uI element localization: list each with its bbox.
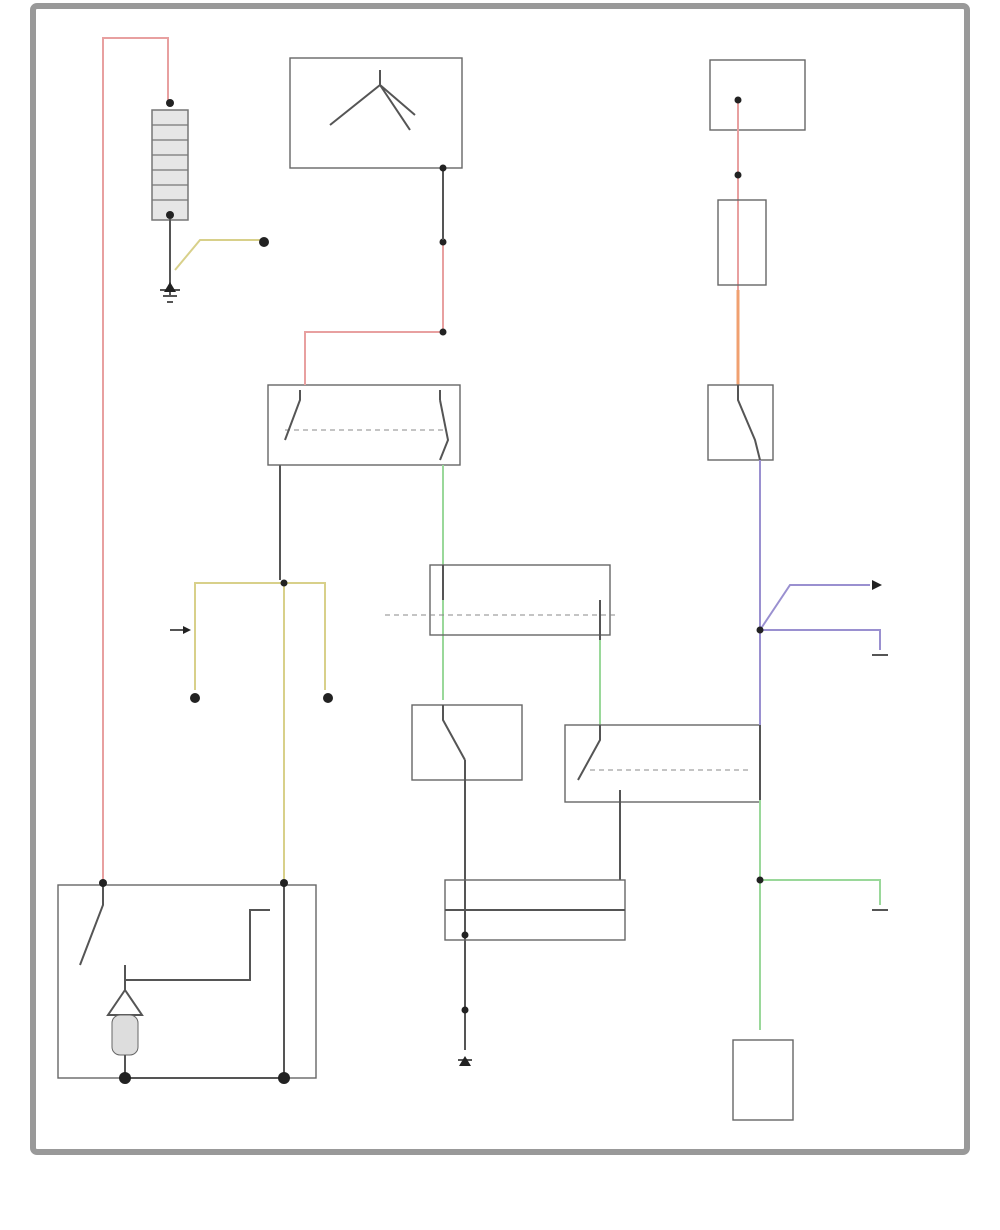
clutch-switch (564, 724, 761, 803)
fuse-block-left (57, 879, 317, 1084)
battery (151, 99, 189, 221)
diagram-frame (30, 3, 970, 1155)
wire-yellow-branch (194, 582, 326, 690)
fuse-block-right (709, 59, 806, 131)
wire-red-left (102, 37, 169, 883)
wire-green-right (759, 800, 881, 1030)
wire-red-relay (304, 240, 444, 385)
wire-violet-right (759, 460, 881, 725)
starter-relay (267, 384, 461, 466)
fuel-pump-relay (411, 704, 523, 781)
ignition-switch (289, 57, 463, 169)
battery-body (151, 109, 189, 221)
wire-yellow-sense (174, 239, 262, 271)
